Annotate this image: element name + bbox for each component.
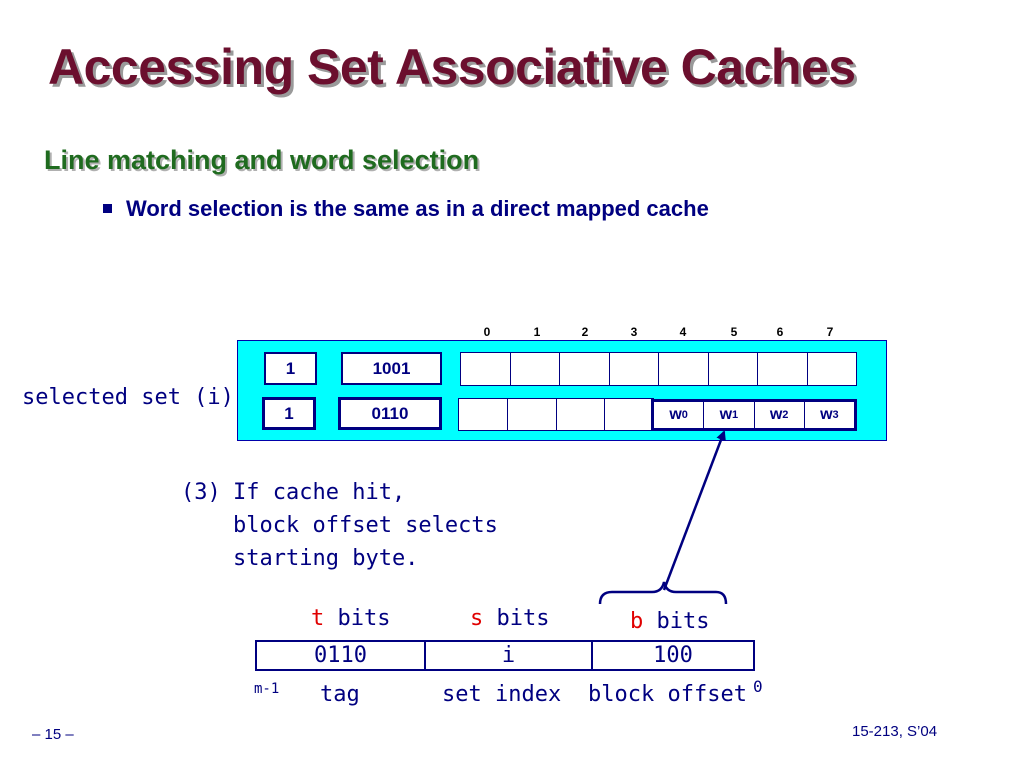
byte-index-3: 3	[630, 325, 638, 339]
b-bits-label: b bits	[630, 609, 709, 634]
word-w3-sub: 3	[832, 409, 839, 421]
bullet-square-icon	[103, 204, 112, 213]
note-line-2: block offset selects	[233, 513, 498, 538]
b-letter: b	[630, 609, 644, 634]
word-w1-sub: 1	[732, 409, 739, 421]
byte-index-0: 0	[483, 325, 491, 339]
t-bits-label: t bits	[311, 606, 390, 631]
s-letter: s	[470, 606, 484, 631]
byte-index-4: 4	[679, 325, 687, 339]
word-w2-base: w	[769, 406, 783, 423]
page-number: – 15 –	[32, 726, 74, 743]
set-index-field-label: set index	[442, 682, 562, 707]
line1-byte	[610, 353, 659, 385]
byte-index-6: 6	[776, 325, 784, 339]
address-set-index-value: i	[426, 642, 593, 669]
b-bits-text: bits	[643, 609, 710, 634]
line2-byte	[508, 399, 557, 430]
byte-index-5: 5	[730, 325, 738, 339]
byte-index-1: 1	[533, 325, 541, 339]
line1-tag: 1001	[341, 352, 442, 385]
word-w0-base: w	[669, 406, 682, 423]
note-number: (3)	[181, 480, 221, 505]
line1-byte	[560, 353, 610, 385]
line1-valid-bit: 1	[264, 352, 317, 385]
lsb-label: 0	[753, 677, 763, 696]
byte-index-7: 7	[826, 325, 834, 339]
line2-byte	[459, 399, 508, 430]
line1-byte	[758, 353, 808, 385]
line2-valid-bit: 1	[262, 397, 316, 430]
bullet-text: Word selection is the same as in a direc…	[126, 196, 709, 221]
word-w1-base: w	[719, 406, 733, 423]
line2-tag: 0110	[338, 397, 442, 430]
selected-set-label: selected set (i):	[22, 385, 248, 410]
section-subtitle: Line matching and word selection	[44, 145, 480, 175]
b-bits-brace	[598, 581, 728, 605]
note-line-3: starting byte.	[233, 546, 419, 571]
msb-label: m-1	[254, 681, 280, 697]
word-w3-base: w	[820, 406, 833, 423]
tag-field-label: tag	[320, 682, 360, 707]
s-bits-label: s bits	[470, 606, 549, 631]
selection-arrow	[662, 430, 726, 591]
byte-index-2: 2	[581, 325, 589, 339]
note-line-1: If cache hit,	[233, 480, 406, 505]
block-offset-field-label: block offset	[588, 682, 747, 707]
t-bits-text: bits	[324, 606, 391, 631]
line1-byte	[709, 353, 758, 385]
line1-byte	[461, 353, 511, 385]
word-w0-sub: 0	[681, 409, 688, 421]
slide-title: Accessing Set Associative Caches	[48, 39, 856, 95]
line1-byte	[511, 353, 560, 385]
line1-data-block	[460, 352, 857, 386]
line1-byte	[659, 353, 709, 385]
address-tag-value: 0110	[257, 642, 426, 669]
t-letter: t	[311, 606, 325, 631]
s-bits-text: bits	[483, 606, 550, 631]
course-label: 15-213, S’04	[852, 723, 938, 740]
line2-byte	[557, 399, 606, 430]
line2-data-block	[458, 398, 654, 431]
word-w2-sub: 2	[782, 409, 789, 421]
address-block-offset-value: 100	[653, 643, 693, 668]
address-fields-box: 0110 i 100	[255, 640, 755, 671]
